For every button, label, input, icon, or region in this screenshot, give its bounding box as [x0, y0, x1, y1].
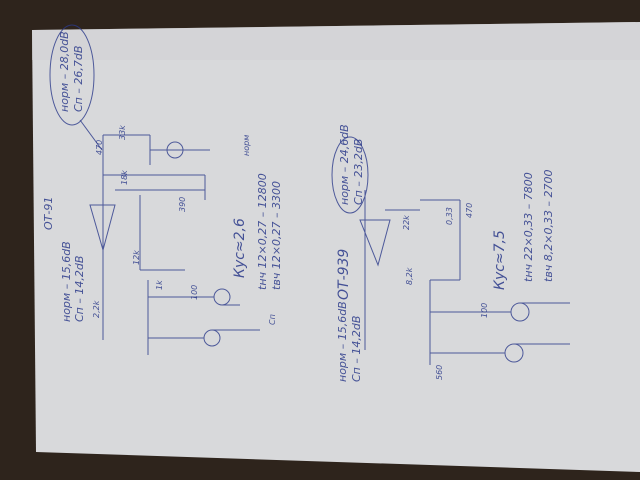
left-input-note-normal: норм – 15,6dB: [60, 241, 73, 322]
left-part-6: 1k: [155, 280, 164, 290]
left-part-8: норм: [242, 134, 251, 156]
left-part-3: 18k: [120, 170, 129, 185]
left-part-4: 12k: [132, 250, 141, 265]
left-calc-low: tнч 12×0,27 – 12800: [256, 173, 269, 290]
right-part-3: 470: [465, 202, 474, 218]
left-output-note-normal: норм – 28,0dB: [58, 31, 71, 112]
left-gain: Кус≈2,6: [232, 218, 248, 278]
left-output-note-sp: Сп – 26,7dB: [72, 45, 85, 112]
right-model: ОТ-939: [336, 248, 352, 300]
right-calc-low: tнч 22×0,33 – 7800: [522, 172, 535, 282]
right-part-1: 8,2k: [405, 267, 414, 285]
left-part-2: 33k: [118, 125, 127, 140]
left-input-note-sp: Сп – 14,2dB: [73, 255, 86, 322]
left-part-5: 390: [178, 196, 187, 212]
left-part-7: 100: [190, 284, 199, 300]
right-part-5: 100: [480, 302, 489, 318]
right-input-note-sp: Сп – 14,2dB: [350, 315, 363, 382]
right-output-note-normal: норм – 24,6dB: [338, 124, 351, 205]
right-part-0: 22k: [402, 215, 411, 230]
left-part-1: 470: [95, 139, 104, 155]
left-calc-high: tвч 12×0,27 – 3300: [270, 181, 283, 290]
right-part-2: 0,33: [445, 207, 454, 225]
right-part-4: 560: [435, 364, 444, 380]
left-schematic: [49, 24, 260, 355]
left-model: ОТ-91: [42, 196, 55, 230]
right-output-note-sp: Сп – 23,2dB: [352, 138, 365, 205]
right-gain: Кус≈7,5: [492, 230, 508, 290]
right-input-note-normal: норм – 15,6dB: [336, 301, 349, 382]
left-part-9: Сп: [268, 314, 277, 325]
paper-shadow: [32, 22, 640, 60]
paper-sheet: [32, 22, 640, 472]
right-schematic: [331, 136, 570, 365]
right-calc-high: tвч 8,2×0,33 – 2700: [542, 169, 555, 282]
left-part-0: 2,2k: [92, 300, 101, 318]
